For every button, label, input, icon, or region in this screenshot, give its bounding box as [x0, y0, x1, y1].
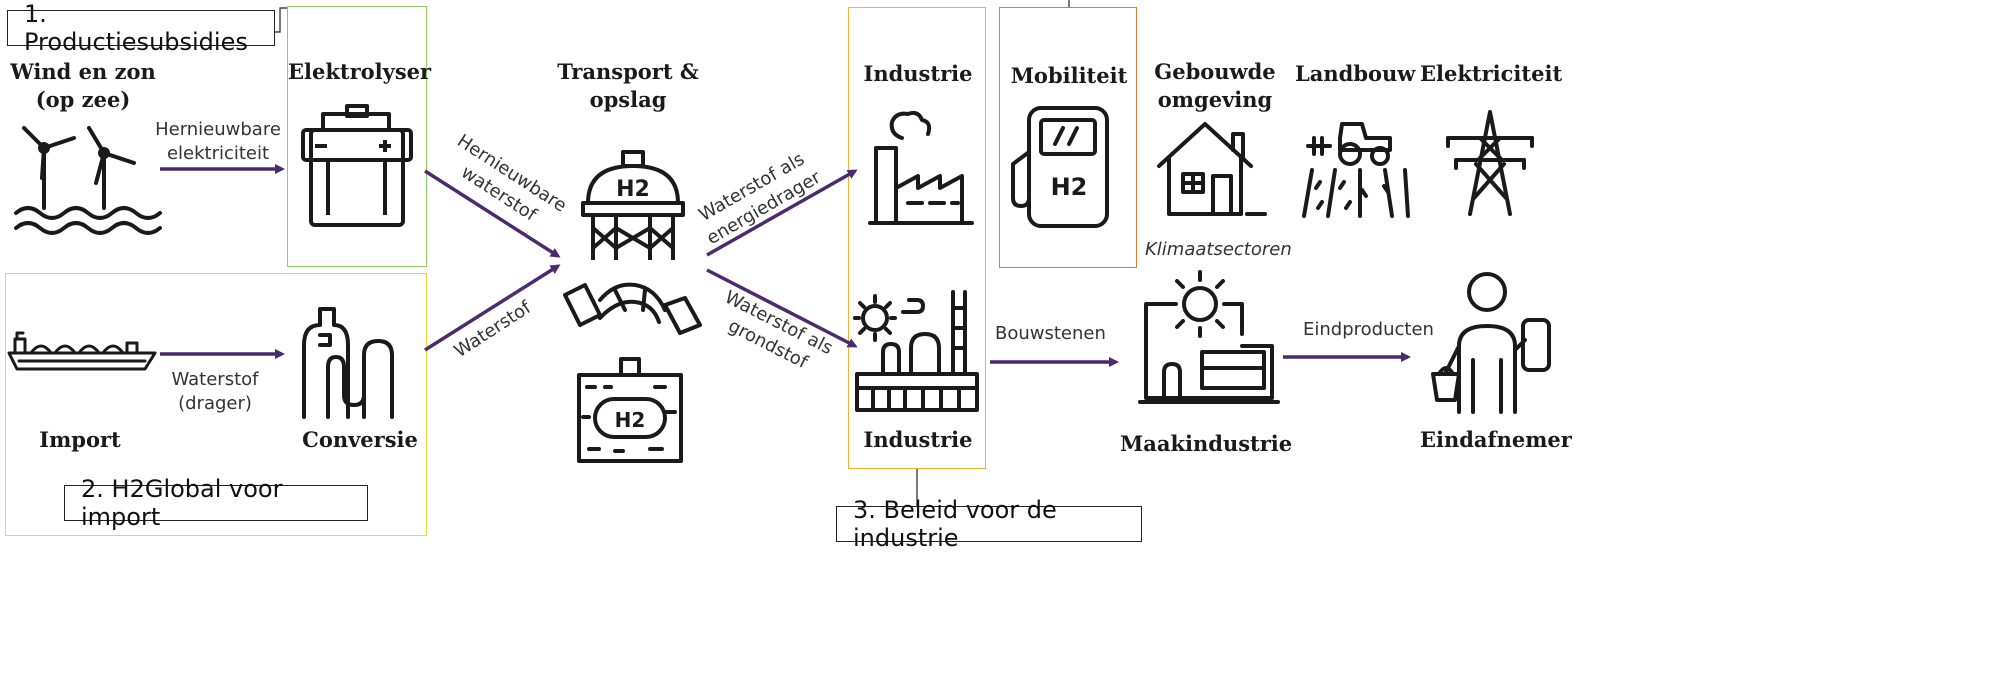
arrow-electrolyser-transport: [424, 169, 561, 258]
label-manufacturing: Maakindustrie: [1120, 431, 1293, 456]
arrow-transport-energy: [706, 169, 858, 257]
wind-turbine-icon: [14, 126, 162, 235]
hydrogen-fuel-pump-icon: H2: [1011, 106, 1109, 228]
svg-text:H2: H2: [1051, 173, 1088, 201]
house-icon: [1157, 122, 1267, 216]
label-electricity: Elektriciteit: [1420, 61, 1563, 86]
label-built-environment: Gebouwde omgeving: [1154, 59, 1276, 112]
factory-icon: [868, 110, 974, 225]
label-electrolyser: Elektrolyser: [288, 59, 432, 84]
label-industry-bottom: Industrie: [863, 427, 973, 452]
manufacturing-gear-icon: [1138, 270, 1280, 404]
climate-sectors-label: Klimaatsectoren: [1145, 239, 1292, 260]
electrolyser-battery-icon: [301, 104, 413, 227]
pipeline-icon: [563, 282, 702, 335]
svg-text:H2: H2: [616, 177, 650, 202]
flow-renewable-electricity: Hernieuwbare elektriciteit: [155, 119, 281, 164]
flow-hydrogen-carrier: Waterstof (drager): [171, 369, 259, 414]
conversion-plant-icon: [302, 307, 394, 419]
label-transport-storage: Transport & opslag: [557, 59, 699, 112]
import-region: [5, 273, 427, 536]
label-wind-sun: Wind en zon (op zee): [10, 59, 156, 112]
label-mobility: Mobiliteit: [1010, 63, 1128, 88]
arrow-transport-feedstock: [706, 268, 858, 348]
label-industry-top: Industrie: [863, 61, 973, 86]
mobility-region: [999, 7, 1137, 268]
label-conversion: Conversie: [302, 427, 418, 452]
underground-storage-icon: H2: [577, 357, 683, 463]
hydrogen-storage-tank-icon: H2: [581, 150, 685, 260]
svg-text:H2: H2: [615, 408, 646, 432]
arrow-conversion-transport: [424, 264, 561, 352]
flow-building-blocks: Bouwstenen: [995, 323, 1106, 344]
industry-region: [848, 7, 986, 469]
electrolyser-region: [287, 6, 427, 267]
label-agriculture: Landbouw: [1295, 61, 1416, 86]
power-pylon-icon: [1446, 110, 1534, 216]
label-end-user: Eindafnemer: [1420, 427, 1572, 452]
refinery-icon: [853, 290, 979, 412]
customer-with-basket-icon: [1431, 272, 1551, 414]
label-import: Import: [39, 427, 121, 452]
flow-end-products: Eindproducten: [1303, 319, 1434, 340]
lng-tanker-ship-icon: [7, 331, 157, 371]
tractor-field-icon: [1302, 122, 1410, 218]
